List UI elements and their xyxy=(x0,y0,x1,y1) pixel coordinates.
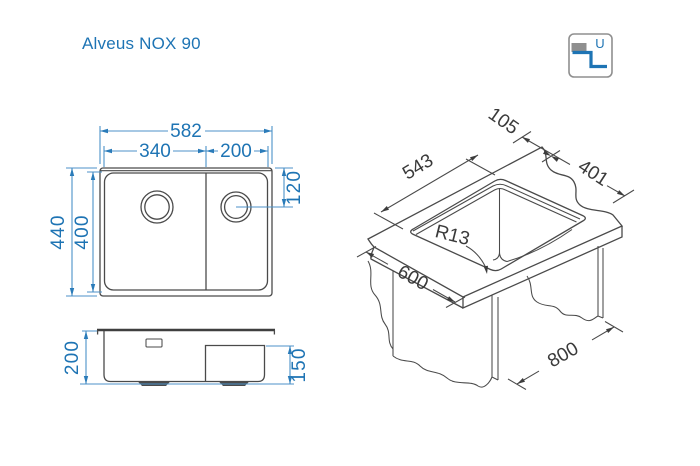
dim-cutout-width: 401 xyxy=(574,156,612,191)
cabinet-break-line-left xyxy=(367,260,493,388)
icon-undermount-profile xyxy=(572,50,607,69)
left-drain-outer xyxy=(140,190,174,224)
dim-left-bowl-width: 340 xyxy=(139,141,171,162)
dim-counter-depth: 600 xyxy=(394,261,432,295)
bowl-section-outline xyxy=(103,331,266,383)
dim-cabinet-width: 800 xyxy=(544,338,582,372)
front-view-dimensions: 200 150 xyxy=(62,330,310,385)
extension-lines xyxy=(80,330,294,385)
sink-inner-bowl-edge xyxy=(103,172,269,291)
dim-outer-depth: 440 xyxy=(48,214,69,249)
cutout-opening xyxy=(410,178,586,272)
front-view: 200 150 xyxy=(62,328,310,386)
dim-right-bowl-depth: 150 xyxy=(289,347,310,382)
cabinet-break-line-right xyxy=(526,275,599,322)
dim-drain-offset: 120 xyxy=(284,170,305,205)
undermount-installation-icon: U xyxy=(568,33,613,78)
iso-view: 105 401 543 R13 600 800 xyxy=(356,104,635,390)
left-drain-inner xyxy=(144,194,170,220)
icon-counter-block xyxy=(571,43,587,52)
counter-top-face xyxy=(367,146,624,298)
dim-back-offset: 105 xyxy=(484,104,522,139)
dim-cutout-length: 543 xyxy=(399,150,437,184)
top-view-dimensions: 582 340 200 440 400 xyxy=(48,121,305,297)
icon-mount-type-letter: U xyxy=(595,36,604,51)
cabinet-middle-panel xyxy=(491,295,499,381)
dim-inner-depth: 400 xyxy=(72,214,93,249)
iso-dimensions: 105 401 543 R13 600 800 xyxy=(356,104,635,390)
dim-left-bowl-depth: 200 xyxy=(62,340,83,375)
top-view: 582 340 200 440 400 xyxy=(48,121,305,297)
bowl-interior-edges xyxy=(492,188,573,263)
sink-outer-rim xyxy=(99,167,273,297)
dim-right-bowl-width: 200 xyxy=(220,141,252,162)
product-title: Alveus NOX 90 xyxy=(82,34,201,53)
cabinet-under-counter xyxy=(367,246,604,388)
overflow-hole xyxy=(145,338,163,348)
dim-outer-width: 582 xyxy=(170,121,202,142)
rim-end-caps xyxy=(96,330,276,335)
cabinet-right-panel xyxy=(597,246,604,319)
